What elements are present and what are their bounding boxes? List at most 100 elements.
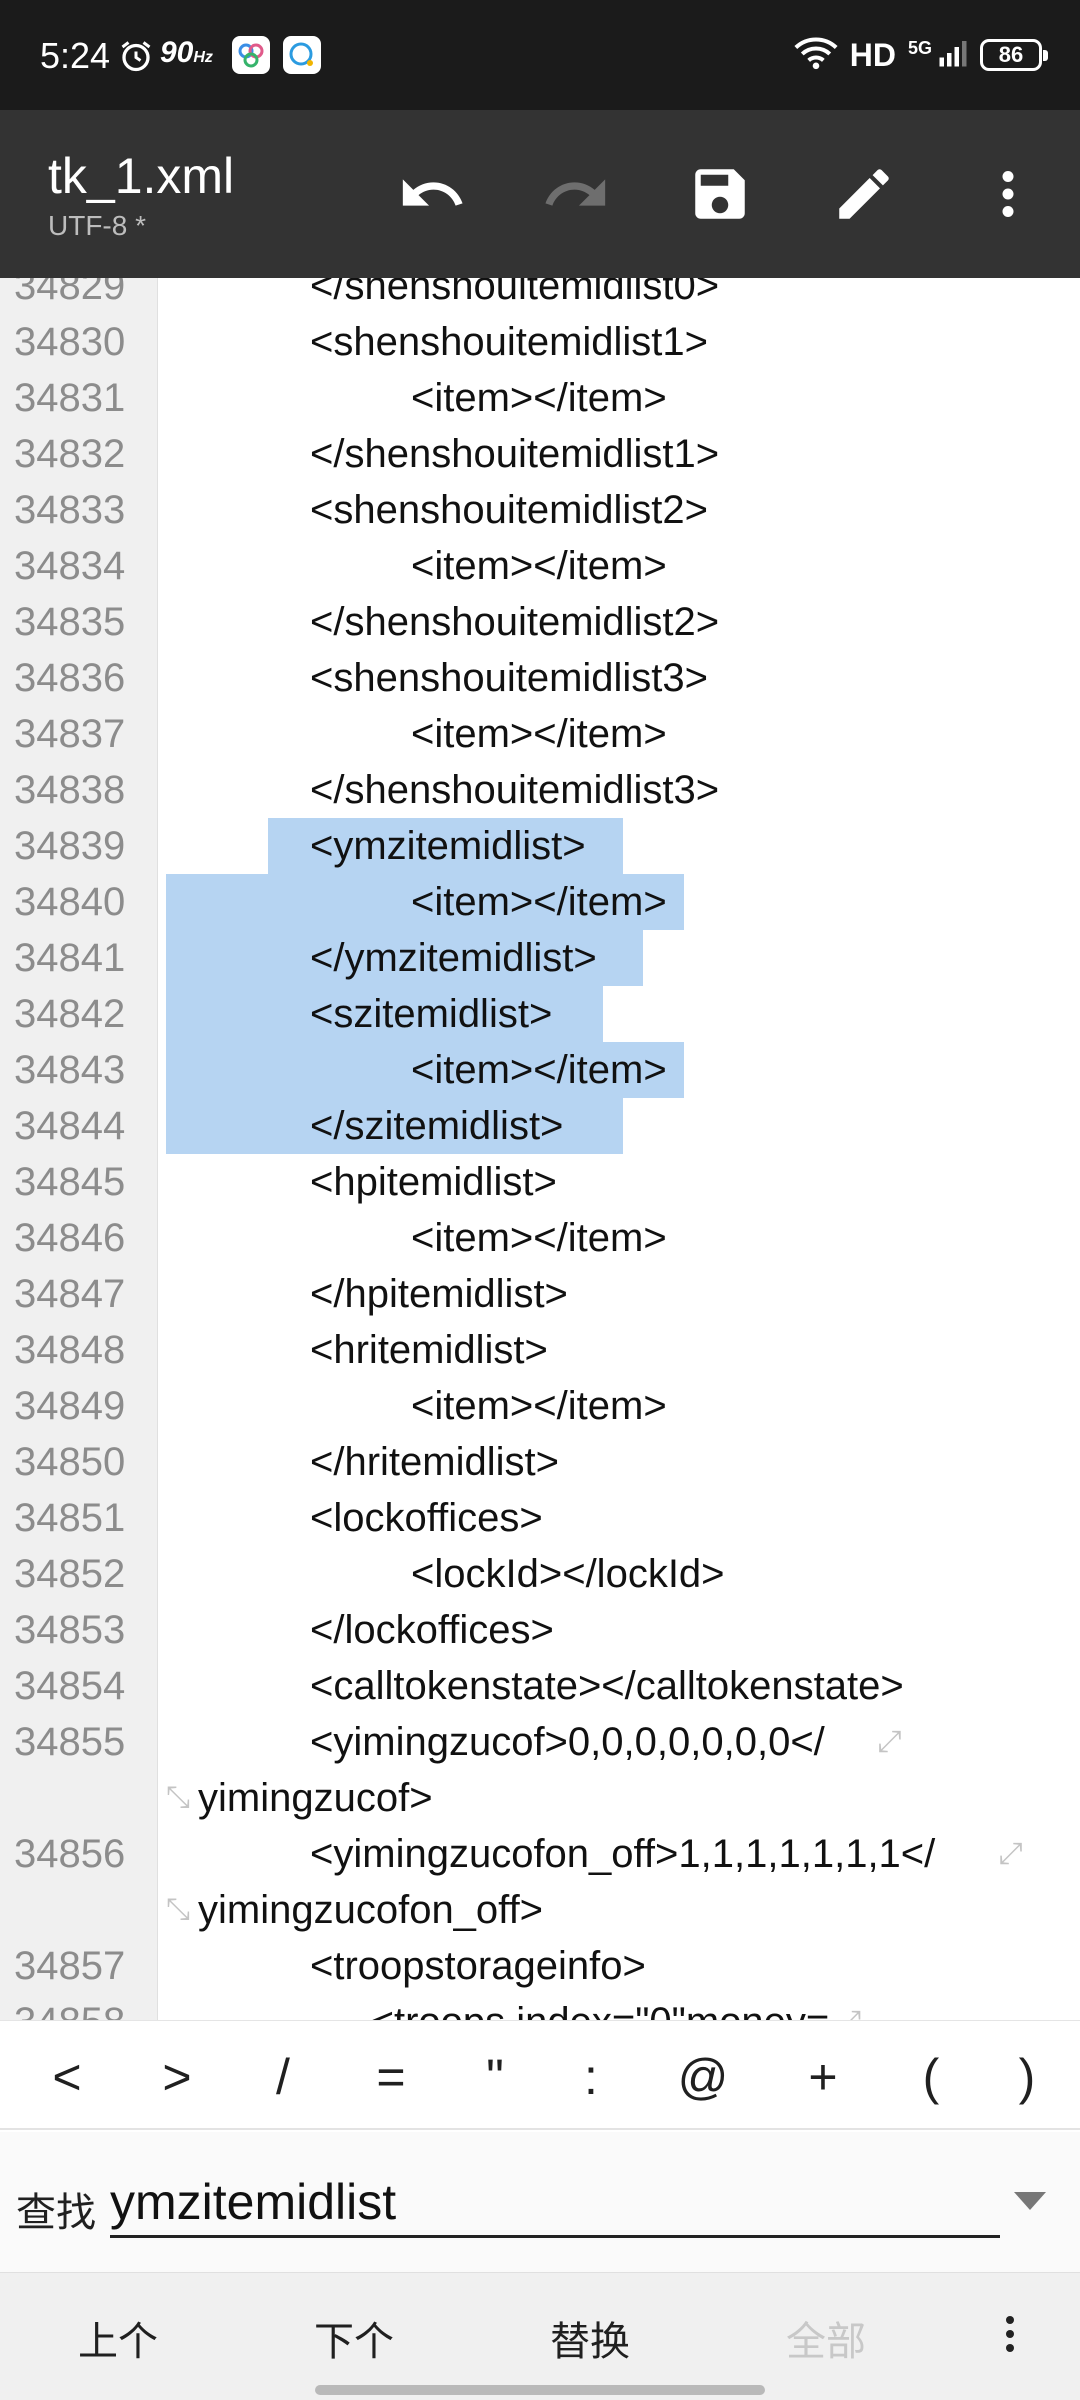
selection-highlight — [166, 986, 603, 1042]
code-text: </lockoffices> — [310, 1608, 554, 1652]
gesture-nav-bar[interactable] — [315, 2385, 765, 2395]
code-text: <calltokenstate></calltokenstate> — [310, 1664, 904, 1708]
code-text: <shenshouitemidlist2> — [310, 488, 709, 532]
network-gen: 5G — [907, 37, 932, 58]
save-icon — [695, 169, 745, 219]
code-text: <troopstorageinfo> — [310, 1944, 646, 1988]
code-editor[interactable]: 34829</shenshouitemidlist0>34830<shensho… — [0, 278, 1080, 2020]
code-line[interactable]: 34836<shenshouitemidlist3> — [0, 650, 1080, 706]
code-text: <szitemidlist> — [310, 992, 553, 1036]
code-text: <hritemidlist> — [310, 1328, 548, 1372]
line-number: 34835 — [14, 600, 126, 644]
redo-icon — [545, 179, 606, 206]
find-previous-button[interactable]: 上个 — [78, 2320, 158, 2364]
code-line[interactable]: 34849<item></item> — [0, 1378, 1080, 1434]
code-line[interactable]: 34856<yimingzucofon_off>1,1,1,1,1,1,1</⤢ — [0, 1826, 1080, 1882]
line-number: 34854 — [14, 1664, 126, 1708]
code-line[interactable]: 34855<yimingzucof>0,0,0,0,0,0,0</⤢ — [0, 1714, 1080, 1770]
code-line[interactable]: 34846<item></item> — [0, 1210, 1080, 1266]
save-button[interactable] — [670, 144, 770, 244]
status-time: 5:24 — [40, 35, 111, 76]
edit-button[interactable] — [814, 144, 914, 244]
line-number: 34837 — [14, 712, 126, 756]
code-text: <lockoffices> — [310, 1496, 543, 1540]
find-input[interactable] — [110, 2168, 1000, 2238]
symbol-key-at[interactable]: @ — [677, 2049, 729, 2105]
code-line[interactable]: 34850</hritemidlist> — [0, 1434, 1080, 1490]
find-bar: 查找 — [0, 2132, 1080, 2272]
redo-button[interactable] — [526, 144, 626, 244]
symbol-key-gt[interactable]: > — [162, 2049, 192, 2105]
code-line[interactable]: 34845<hpitemidlist> — [0, 1154, 1080, 1210]
signal-icon — [938, 38, 968, 73]
code-line[interactable]: 34854 <calltokenstate></calltokenstate> — [0, 1658, 1080, 1714]
file-title: tk_1.xml — [48, 148, 235, 204]
line-number: 34841 — [14, 936, 126, 980]
line-number: 34844 — [14, 1104, 126, 1148]
wrap-icon: ⤢ — [998, 1837, 1023, 1870]
code-line[interactable]: ⤡yimingzucof> — [0, 1770, 1080, 1826]
selection-highlight — [166, 874, 684, 930]
find-more-icon[interactable] — [990, 2309, 1030, 2359]
code-line[interactable]: 34837 <item></item> — [0, 706, 1080, 762]
wrap-continue-icon: ⤡ — [166, 1781, 190, 1814]
code-line[interactable]: 34839<ymzitemidlist> — [0, 818, 1080, 874]
code-line[interactable]: 34852 <lockId></lockId> — [0, 1546, 1080, 1602]
code-line[interactable]: 34853</lockoffices> — [0, 1602, 1080, 1658]
replace-all-button[interactable]: 全部 — [786, 2320, 866, 2364]
selection-highlight — [166, 1042, 684, 1098]
symbol-key-lparen[interactable]: ( — [922, 2049, 940, 2105]
code-line[interactable]: 34847</hpitemidlist> — [0, 1266, 1080, 1322]
symbol-key-quote[interactable]: " — [486, 2049, 504, 2105]
replace-button[interactable]: 替换 — [550, 2320, 630, 2364]
code-line[interactable]: 34840<item></item> — [0, 874, 1080, 930]
code-line[interactable]: 34830<shenshouitemidlist1> — [0, 314, 1080, 370]
code-line[interactable]: 34834<item></item> — [0, 538, 1080, 594]
code-line[interactable]: 34838</shenshouitemidlist3> — [0, 762, 1080, 818]
code-line[interactable]: 34842<szitemidlist> — [0, 986, 1080, 1042]
symbol-key-plus[interactable]: + — [808, 2049, 838, 2105]
code-line[interactable]: 34848 <hritemidlist> — [0, 1322, 1080, 1378]
code-line[interactable]: 34833<shenshouitemidlist2> — [0, 482, 1080, 538]
more-vert-icon — [1002, 171, 1014, 217]
wrap-continue-icon: ⤡ — [166, 1893, 190, 1926]
code-text: </shenshouitemidlist1> — [310, 432, 720, 476]
alarm-icon — [118, 34, 154, 78]
code-line[interactable]: ⤡yimingzucofon_off> — [0, 1882, 1080, 1938]
code-line[interactable]: 34829</shenshouitemidlist0> — [0, 278, 1080, 314]
find-history-dropdown-icon[interactable] — [1014, 2192, 1046, 2210]
symbol-key-colon[interactable]: : — [584, 2049, 598, 2105]
file-encoding: UTF-8 * — [48, 210, 146, 241]
code-line[interactable]: 34832</shenshouitemidlist1> — [0, 426, 1080, 482]
symbol-key-lt[interactable]: < — [52, 2049, 82, 2105]
code-text: <lockId></lockId> — [411, 1552, 725, 1596]
find-next-button[interactable]: 下个 — [314, 2320, 394, 2364]
undo-button[interactable] — [382, 144, 482, 244]
code-text: <item></item> — [411, 1384, 667, 1428]
overflow-menu-button[interactable] — [958, 144, 1058, 244]
selection-highlight — [268, 818, 623, 874]
code-line[interactable]: 34841</ymzitemidlist> — [0, 930, 1080, 986]
code-line[interactable]: 34831<item></item> — [0, 370, 1080, 426]
undo-icon — [402, 179, 463, 206]
code-line[interactable]: 34857 <troopstorageinfo> — [0, 1938, 1080, 1994]
code-text: <hpitemidlist> — [310, 1160, 557, 1204]
code-line[interactable]: 34858<troops index="0"money=⤢ — [0, 1994, 1080, 2020]
code-line[interactable]: 34844</szitemidlist> — [0, 1098, 1080, 1154]
symbol-key-rparen[interactable]: ) — [1018, 2049, 1036, 2105]
code-line[interactable]: 34835</shenshouitemidlist2> — [0, 594, 1080, 650]
line-number: 34857 — [14, 1944, 126, 1988]
status-right: HD 5G 86 — [794, 32, 1048, 78]
code-line[interactable]: 34851<lockoffices> — [0, 1490, 1080, 1546]
line-number: 34830 — [14, 320, 126, 364]
line-number: 34848 — [14, 1328, 126, 1372]
line-number: 34847 — [14, 1272, 126, 1316]
code-text: <item></item> — [411, 712, 667, 756]
code-line[interactable]: 34843<item></item> — [0, 1042, 1080, 1098]
symbol-key-equals[interactable]: = — [376, 2049, 406, 2105]
line-number: 34852 — [14, 1552, 126, 1596]
symbol-key-slash[interactable]: / — [276, 2049, 290, 2105]
selection-highlight — [166, 1098, 623, 1154]
line-number: 34831 — [14, 376, 126, 420]
wifi-icon — [794, 36, 838, 75]
